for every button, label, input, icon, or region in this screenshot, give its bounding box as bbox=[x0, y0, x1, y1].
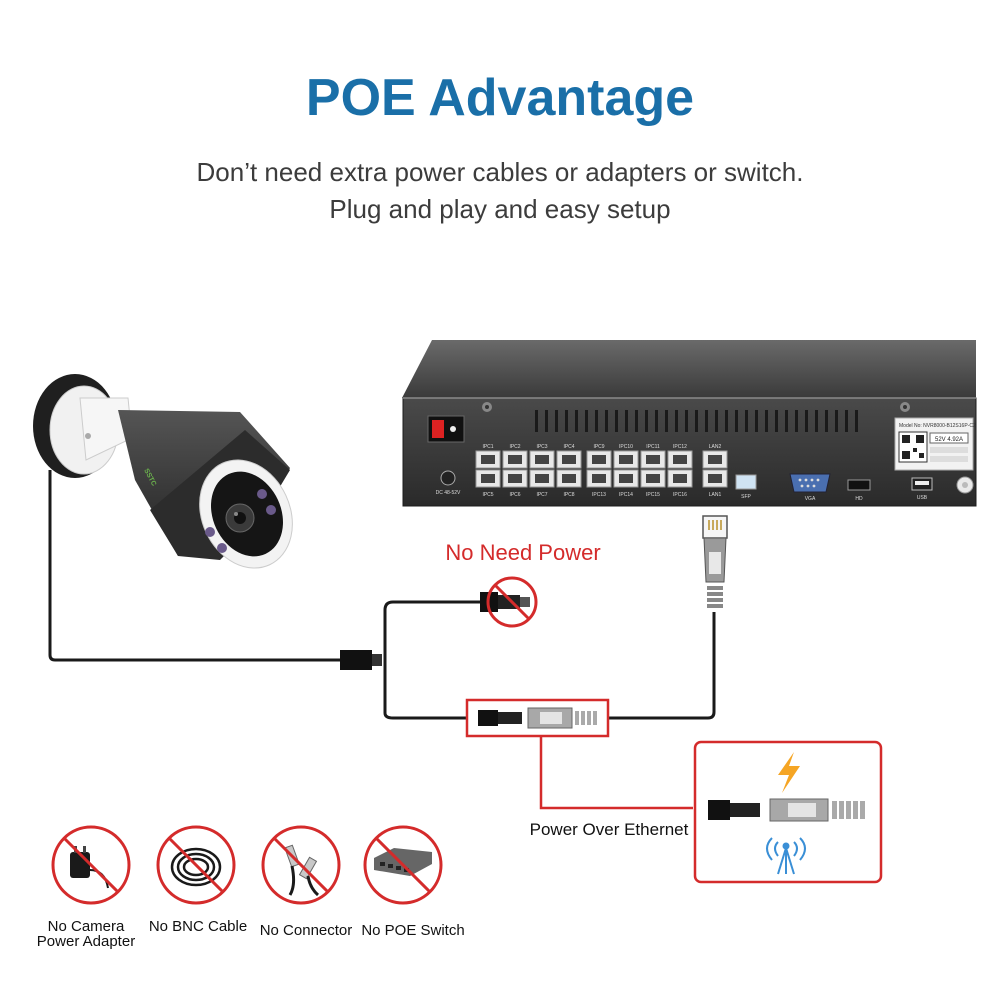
ipc-port-socket bbox=[481, 474, 495, 483]
ipc-port-label: IPC4 bbox=[563, 444, 574, 450]
no-bnc-cable-icon bbox=[156, 825, 236, 905]
ipc-port-label: IPC6 bbox=[509, 492, 520, 498]
ipc-port-socket bbox=[592, 455, 606, 464]
lightning-icon bbox=[778, 752, 800, 793]
sfp-port bbox=[735, 474, 757, 490]
model-label: Model No: NVR8000-B12S16P-C2 bbox=[899, 423, 976, 429]
leader-line bbox=[539, 737, 693, 810]
nvr-vents bbox=[535, 410, 858, 432]
ipc-port-label: IPC3 bbox=[536, 444, 547, 450]
poe-label: Power Over Ethernet bbox=[530, 820, 689, 839]
page-title: POE Advantage bbox=[305, 69, 695, 127]
no-camera-power-adapter-label-line1: No Camera bbox=[48, 918, 125, 935]
ipc-port-label: IPC10 bbox=[619, 444, 633, 450]
ipc-port-label: IPC16 bbox=[673, 492, 687, 498]
no-poe-switch-icon bbox=[363, 825, 443, 905]
wifi-tower-icon bbox=[766, 837, 806, 875]
no-camera-power-adapter-label-line2: Power Adapter bbox=[37, 933, 135, 950]
ipc-port-socket bbox=[619, 474, 633, 483]
ipc-port-label: IPC14 bbox=[619, 492, 633, 498]
nvr-ethernet-cable bbox=[605, 612, 716, 720]
lan2-label: LAN2 bbox=[709, 444, 722, 450]
cable-joint-icon bbox=[340, 650, 372, 670]
poe-connector-icon bbox=[478, 707, 597, 729]
ipc-port-socket bbox=[535, 455, 549, 464]
ipc-port-label: IPC12 bbox=[673, 444, 687, 450]
power-branch-cable bbox=[383, 600, 480, 660]
camera-cable bbox=[48, 470, 345, 662]
no-need-power-label: No Need Power bbox=[445, 540, 600, 565]
ipc-port-socket bbox=[481, 455, 495, 464]
ipc-port-socket bbox=[535, 474, 549, 483]
subtitle-line-2: Plug and play and easy setup bbox=[329, 194, 671, 224]
ipc-port-label: IPC8 bbox=[563, 492, 574, 498]
no-connector-icon bbox=[261, 825, 341, 905]
ipc-port-label: IPC2 bbox=[509, 444, 520, 450]
no-power-prohibit-icon bbox=[486, 576, 538, 628]
ipc-port-socket bbox=[619, 455, 633, 464]
cables bbox=[48, 470, 716, 720]
ipc-port-label: IPC1 bbox=[482, 444, 493, 450]
no-poe-switch-label: No POE Switch bbox=[361, 922, 464, 939]
ipc-port-label: IPC13 bbox=[592, 492, 606, 498]
dc-label: DC 48-52V bbox=[436, 490, 461, 496]
no-connector-label: No Connector bbox=[260, 922, 353, 939]
rj45-plug-icon bbox=[702, 515, 728, 608]
ipc-port-socket bbox=[562, 474, 576, 483]
lan1-label: LAN1 bbox=[709, 492, 722, 498]
ipc-port-socket bbox=[508, 474, 522, 483]
ipc-port-label: IPC9 bbox=[593, 444, 604, 450]
ipc-port-socket bbox=[646, 455, 660, 464]
no-camera-power-adapter-icon bbox=[51, 825, 131, 905]
ipc-ports: IPC1IPC5IPC2IPC6IPC3IPC7IPC4IPC8IPC9IPC1… bbox=[475, 444, 693, 498]
ethernet-branch-cable bbox=[383, 660, 478, 720]
ipc-port-label: IPC5 bbox=[482, 492, 493, 498]
sfp-label: SFP bbox=[741, 494, 751, 500]
ipc-port-label: IPC7 bbox=[536, 492, 547, 498]
ipc-port-socket bbox=[508, 455, 522, 464]
dc-jack-icon bbox=[440, 470, 456, 486]
no-bnc-cable-label: No BNC Cable bbox=[149, 918, 247, 935]
ipc-port-socket bbox=[646, 474, 660, 483]
ipc-port-label: IPC15 bbox=[646, 492, 660, 498]
hdmi-port bbox=[847, 479, 871, 491]
subtitle-line-1: Don’t need extra power cables or adapter… bbox=[196, 157, 804, 187]
bullet-camera: SSTC bbox=[33, 374, 293, 569]
zoom-connector-icon bbox=[708, 798, 865, 822]
vga-label: VGA bbox=[805, 496, 816, 502]
hd-label: HD bbox=[855, 496, 863, 502]
ipc-port-socket bbox=[673, 455, 687, 464]
nvr-device: DC 48-52V IPC1IPC5IPC2IPC6IPC3IPC7IPC4IP… bbox=[402, 340, 977, 507]
ipc-port-socket bbox=[562, 455, 576, 464]
power-spec-label: 52V 4.92A bbox=[935, 437, 963, 443]
ipc-port-label: IPC11 bbox=[646, 444, 660, 450]
usb-label: USB bbox=[917, 495, 928, 501]
ipc-port-socket bbox=[673, 474, 687, 483]
ipc-port-socket bbox=[592, 474, 606, 483]
